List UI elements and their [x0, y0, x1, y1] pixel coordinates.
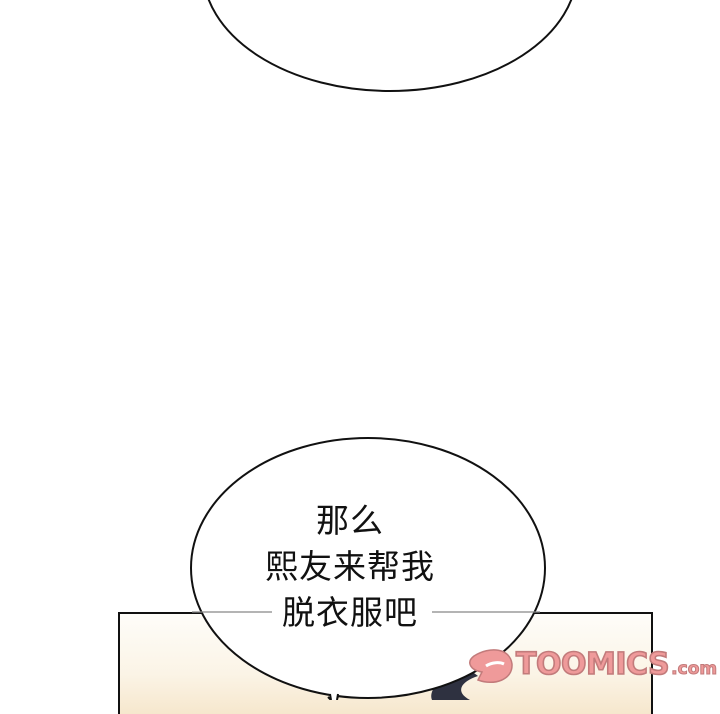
- toomics-logo-icon: [469, 649, 513, 684]
- watermark: TOOMICS .com: [468, 644, 717, 684]
- watermark-brand: TOOMICS: [515, 646, 670, 683]
- speech-line-3: 脱衣服吧: [282, 593, 418, 632]
- speech-line-2: 熙友来帮我: [265, 547, 435, 586]
- speech-line-1: 那么: [316, 501, 384, 540]
- speech-bubble-text: 那么 熙友来帮我 脱衣服吧: [195, 498, 505, 636]
- main-speech-bubble: [190, 437, 546, 699]
- top-speech-bubble: [207, 0, 573, 92]
- watermark-domain: .com: [671, 659, 718, 680]
- character-hair: [431, 670, 478, 700]
